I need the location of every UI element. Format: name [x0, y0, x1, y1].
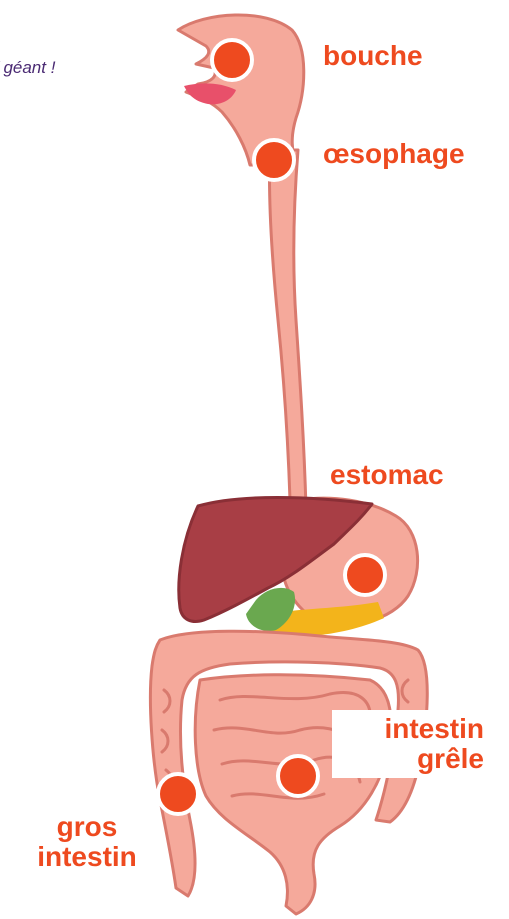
label-estomac: estomac [330, 459, 444, 490]
marker-bouche [212, 40, 252, 80]
label-oesophage: œsophage [323, 138, 465, 169]
oesophagus-shape [269, 150, 306, 508]
label-gros-intestin-line-1: gros [22, 812, 152, 842]
label-gros-intestin-line-2: intestin [22, 842, 152, 872]
label-bouche: bouche [323, 40, 423, 71]
label-gros-intestin: gros intestin [14, 808, 160, 876]
label-intestin-grele-line-2: grêle [340, 744, 484, 774]
marker-intestin-grele [278, 756, 318, 796]
marker-oesophage [254, 140, 294, 180]
marker-estomac [345, 555, 385, 595]
label-intestin-grele: intestin grêle [332, 710, 492, 778]
label-intestin-grele-line-1: intestin [340, 714, 484, 744]
marker-gros-intestin [158, 774, 198, 814]
